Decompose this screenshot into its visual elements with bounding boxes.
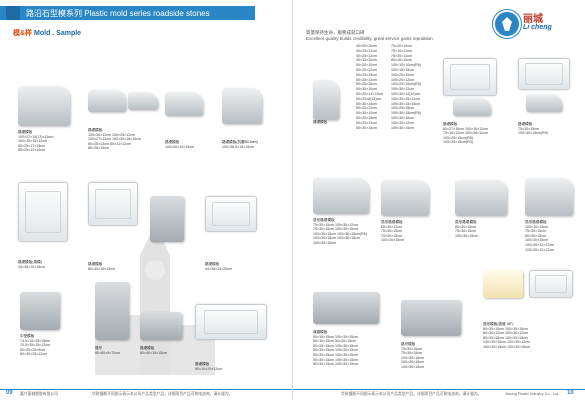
product-name: 中型模板 [20, 334, 35, 338]
header-bar: 路沿石型模系列 Plastic mold series roadside sto… [0, 6, 255, 20]
product-image [526, 94, 562, 112]
product-image [313, 80, 339, 120]
product-name: 弧形路堤模板 [525, 220, 547, 224]
product-image [313, 178, 369, 214]
product-image [443, 58, 497, 96]
product-image [401, 300, 461, 336]
product-name: 路堤模板 [18, 130, 33, 134]
section-title: 模&样 Mold . Sample [13, 30, 82, 37]
product-name: 路堤模板 [88, 128, 103, 132]
footer-note: 华致摄影不同图示表示本公司产品类型产品，详细项目产品可致电咨询，请计量为。 [92, 392, 233, 396]
left-page: 路沿石型模系列 Plastic mold series roadside sto… [0, 0, 292, 400]
product-image [128, 92, 158, 110]
spine [292, 0, 293, 400]
product-image [18, 182, 68, 242]
product-name: 路堤模板 [205, 262, 220, 266]
product-name: 路牙模板 [401, 342, 416, 346]
product-name: 弧形路堤模板 [455, 220, 477, 224]
product-name: 弧形路堤模板 [313, 218, 335, 222]
product-image [525, 178, 573, 216]
product-image [150, 196, 184, 242]
product-image [381, 180, 429, 216]
page-number: 10 [567, 390, 574, 396]
product-name: 路堤模板 [195, 362, 210, 366]
product-image [195, 304, 267, 340]
product-name: 路牙 [95, 346, 103, 350]
product-name: 道路模板 [313, 330, 328, 334]
product-image [140, 312, 182, 340]
product-image [518, 58, 570, 90]
product-name: 弧形路堤模板 [381, 220, 403, 224]
product-image [165, 92, 203, 116]
left-footer: 09 嘉兴丽城塑胶有限公司 华致摄影不同图示表示本公司产品类型产品，详细项目产品… [0, 389, 292, 400]
header-square [6, 6, 20, 20]
product-name: 路堤模板(角模) [18, 260, 42, 264]
footer-note: 华致摄影不同图示表示本公司产品类型产品，详细项目产品可致电咨询，请计量为。 [341, 392, 482, 396]
right-page: 質量保持生命，服務成就口碑 Excellent quality builds c… [293, 0, 585, 400]
product-image [88, 90, 126, 112]
logo-icon [493, 10, 521, 38]
product-image [222, 88, 262, 124]
right-footer: 华致摄影不同图示表示本公司产品类型产品，详细项目产品可致电咨询，请计量为。 Ji… [293, 389, 585, 400]
header-title: 路沿石型模系列 Plastic mold series roadside sto… [26, 9, 210, 18]
product-name: 路堤模板 [518, 122, 533, 126]
page-number: 09 [6, 390, 13, 396]
product-image [95, 282, 129, 340]
slogan: 質量保持生命，服務成就口碑 Excellent quality builds c… [306, 30, 433, 41]
brand-logo: 丽城 Li cheng [493, 8, 573, 38]
footer-company: Jiaxing Plastic Industry Co., Ltd. [505, 392, 560, 396]
product-name: 路堤模板 [140, 346, 155, 350]
product-name: 路堤模板(抗震50.5cm) [222, 140, 258, 144]
product-name: 弧形模板(弧度 36°) [483, 322, 514, 326]
product-image [88, 182, 138, 226]
product-image [205, 196, 257, 232]
product-name: 路堤模板 [165, 140, 180, 144]
product-image [453, 98, 491, 116]
product-image [20, 292, 60, 330]
footer-company: 嘉兴丽城塑胶有限公司 [20, 392, 58, 396]
product-image [483, 270, 523, 298]
product-image [18, 86, 70, 126]
product-name: 路堤模板 [313, 120, 328, 124]
product-name: 路堤模板 [88, 262, 103, 266]
product-image [529, 270, 573, 298]
product-image [313, 292, 379, 324]
product-name: 路堤模板 [443, 122, 458, 126]
product-image [455, 180, 507, 216]
